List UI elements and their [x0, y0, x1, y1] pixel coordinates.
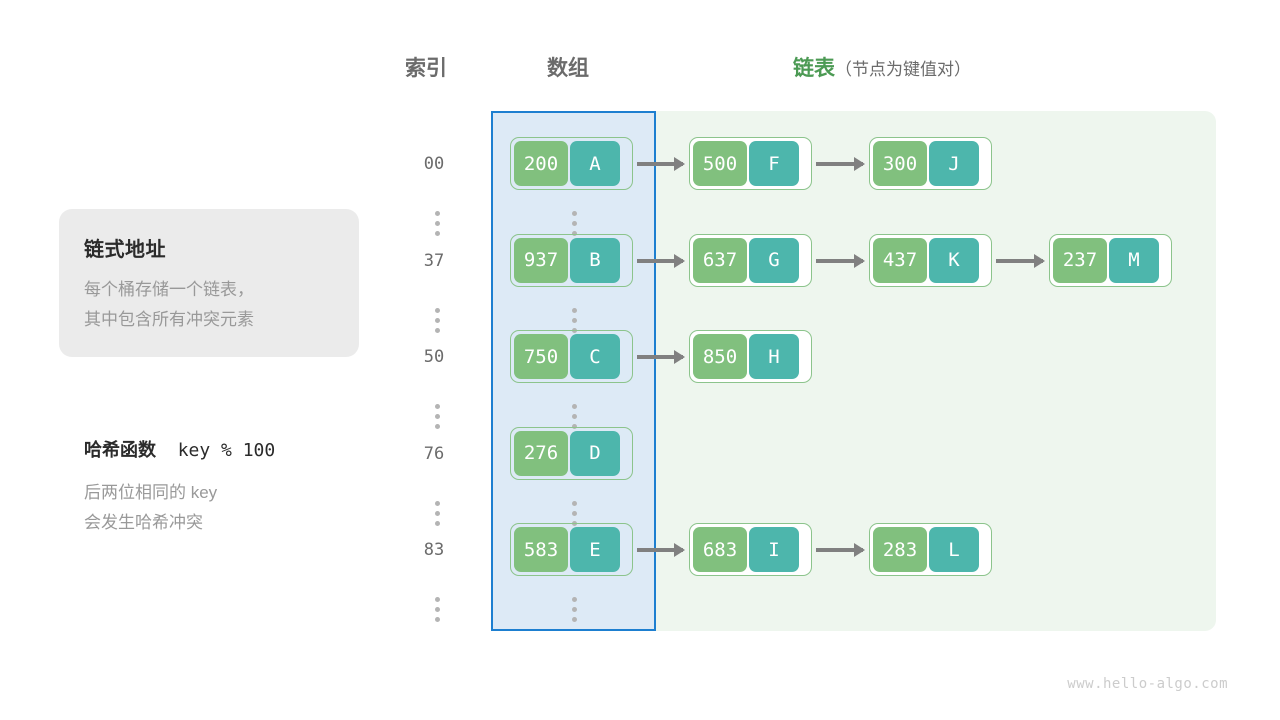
next-pointer-arrow	[637, 258, 683, 263]
heading-index: 索引	[405, 57, 447, 80]
node-value: M	[1109, 237, 1159, 283]
info-card-line2: 其中包含所有冲突元素	[84, 310, 254, 329]
index-ellipsis	[432, 307, 442, 333]
hash-function-expression: key % 100	[177, 440, 276, 461]
node-key: 637	[693, 237, 747, 283]
node-key: 683	[693, 527, 747, 572]
index-label: 83	[423, 540, 445, 560]
next-pointer-arrow	[996, 258, 1043, 263]
index-ellipsis	[432, 211, 442, 236]
heading-linked-list: 链表（节点为键值对）	[793, 52, 971, 82]
info-card	[59, 209, 359, 357]
index-ellipsis	[432, 404, 442, 429]
node-value: H	[749, 334, 799, 379]
watermark: www.hello-algo.com	[1067, 676, 1228, 692]
index-ellipsis	[432, 597, 442, 622]
info-card-body: 每个桶存储一个链表， 其中包含所有冲突元素	[84, 275, 354, 335]
next-pointer-arrow	[816, 548, 863, 552]
node-key: 437	[873, 237, 927, 283]
index-label: 50	[423, 347, 445, 367]
node-value: K	[929, 237, 979, 283]
array-ellipsis	[569, 597, 579, 622]
node-key: 283	[873, 527, 927, 572]
node-value: E	[570, 527, 620, 572]
node-value: B	[570, 237, 620, 283]
node-value: D	[570, 430, 620, 476]
node-key: 583	[514, 527, 568, 572]
node-key: 200	[514, 141, 568, 186]
node-key: 750	[514, 334, 568, 379]
heading-linked-list-main: 链表	[793, 57, 835, 80]
node-value: J	[929, 141, 979, 186]
index-label: 37	[423, 250, 445, 271]
heading-array: 数组	[547, 57, 589, 80]
hash-function-line2: 会发生哈希冲突	[84, 513, 203, 532]
hash-function-label: 哈希函数	[84, 440, 156, 460]
info-card-title: 链式地址	[84, 239, 166, 261]
node-key: 937	[514, 237, 568, 283]
heading-linked-list-sub: （节点为键值对）	[835, 60, 971, 79]
node-value: G	[749, 237, 799, 283]
node-value: L	[929, 527, 979, 572]
node-key: 237	[1053, 237, 1107, 283]
next-pointer-arrow	[816, 258, 863, 263]
next-pointer-arrow	[816, 162, 863, 166]
node-value: I	[749, 527, 799, 572]
node-key: 850	[693, 334, 747, 379]
node-key: 276	[514, 430, 568, 476]
node-value: C	[570, 334, 620, 379]
hash-function-title: 哈希函数 key % 100	[84, 436, 275, 462]
hash-function-line1: 后两位相同的 key	[84, 483, 218, 502]
info-card-line1: 每个桶存储一个链表，	[84, 280, 254, 299]
next-pointer-arrow	[637, 548, 683, 552]
node-value: F	[749, 141, 799, 186]
index-label: 00	[423, 154, 445, 174]
array-ellipsis	[569, 404, 579, 429]
node-key: 300	[873, 141, 927, 186]
index-ellipsis	[432, 500, 442, 526]
next-pointer-arrow	[637, 355, 683, 359]
index-label: 76	[423, 443, 445, 464]
hash-function-body: 后两位相同的 key 会发生哈希冲突	[84, 478, 364, 538]
array-ellipsis	[569, 500, 579, 526]
next-pointer-arrow	[637, 162, 683, 166]
node-value: A	[570, 141, 620, 186]
array-ellipsis	[569, 307, 579, 333]
node-key: 500	[693, 141, 747, 186]
array-ellipsis	[569, 211, 579, 236]
